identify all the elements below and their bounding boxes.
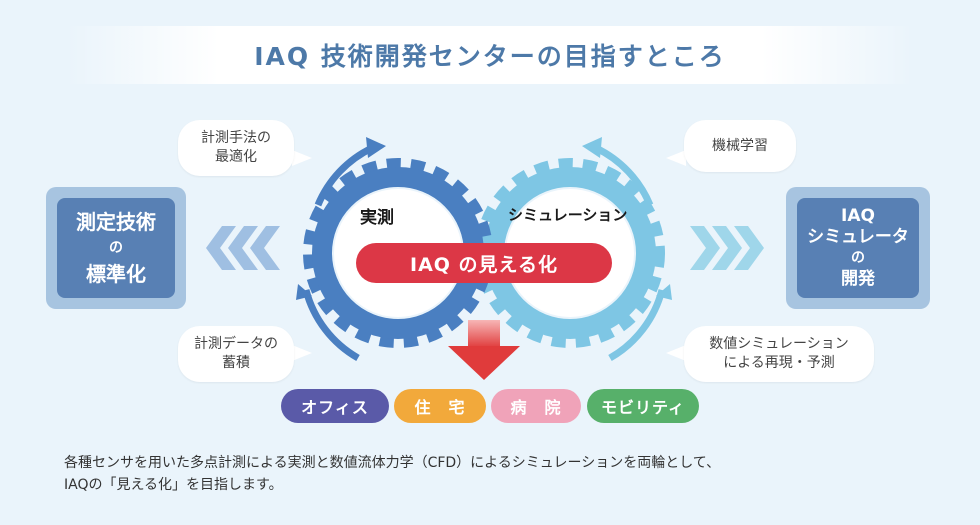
chevron-left-icon [228, 226, 258, 270]
right-goal-box: IAQ シミュレータ の 開発 [786, 187, 930, 309]
bubble-top-left: 計測手法の 最適化 [178, 120, 294, 176]
page-title: IAQ 技術開発センターの目指すところ [254, 42, 726, 71]
bubble-bottom-right: 数値シミュレーション による再現・予測 [684, 326, 874, 382]
down-arrow-icon [448, 320, 520, 380]
bubble-tail [292, 150, 312, 166]
left-goal-box: 測定技術 の 標準化 [46, 187, 186, 309]
bubble-tail [666, 150, 686, 166]
bubble-text: 数値シミュレーション [709, 336, 849, 352]
gear-left-label: 実測 [360, 208, 394, 228]
pill-mobility: モビリティ [587, 389, 699, 423]
pill-hospital: 病 院 [491, 389, 581, 423]
chevron-right-icon [690, 226, 720, 270]
description: 各種センサを用いた多点計測による実測と数値流体力学（CFD）によるシミュレーショ… [64, 452, 934, 496]
chevron-right-icon [734, 226, 764, 270]
right-box-line1: IAQ [841, 206, 875, 226]
right-chevrons [690, 226, 764, 270]
rotation-arrow-right [582, 137, 672, 362]
bubble-tail [292, 345, 312, 361]
application-pills: オフィス 住 宅 病 院 モビリティ [0, 389, 980, 423]
right-box-line3: の [851, 250, 865, 266]
bubble-top-right: 機械学習 [684, 120, 796, 172]
bubble-text: による再現・予測 [723, 355, 835, 371]
bubble-text: 機械学習 [712, 137, 768, 154]
left-box-line3: 標準化 [86, 262, 146, 286]
right-box-line2: シミュレータ [807, 227, 909, 247]
left-box-line1: 測定技術 [76, 210, 156, 234]
left-chevrons [206, 226, 280, 270]
bubble-tail [666, 345, 686, 361]
pill-office: オフィス [281, 389, 389, 423]
chevron-right-icon [712, 226, 742, 270]
rotation-arrow-left [296, 137, 386, 362]
description-line: IAQの「見える化」を目指します。 [64, 477, 283, 493]
bubble-bottom-left: 計測データの 蓄積 [178, 326, 294, 382]
right-box-line4: 開発 [841, 269, 875, 289]
description-line: 各種センサを用いた多点計測による実測と数値流体力学（CFD）によるシミュレーショ… [64, 455, 721, 471]
bubble-text: 計測手法の [201, 130, 271, 146]
title-banner: IAQ 技術開発センターの目指すところ [66, 26, 914, 84]
center-banner: IAQ の見える化 [356, 243, 612, 283]
bubble-text: 蓄積 [222, 355, 250, 371]
bubble-text: 計測データの [194, 336, 278, 352]
bubble-text: 最適化 [215, 149, 257, 165]
left-box-line2: の [109, 240, 123, 256]
chevron-left-icon [250, 226, 280, 270]
gear-right-label: シミュレーション [508, 206, 628, 224]
chevron-left-icon [206, 226, 236, 270]
pill-house: 住 宅 [394, 389, 486, 423]
